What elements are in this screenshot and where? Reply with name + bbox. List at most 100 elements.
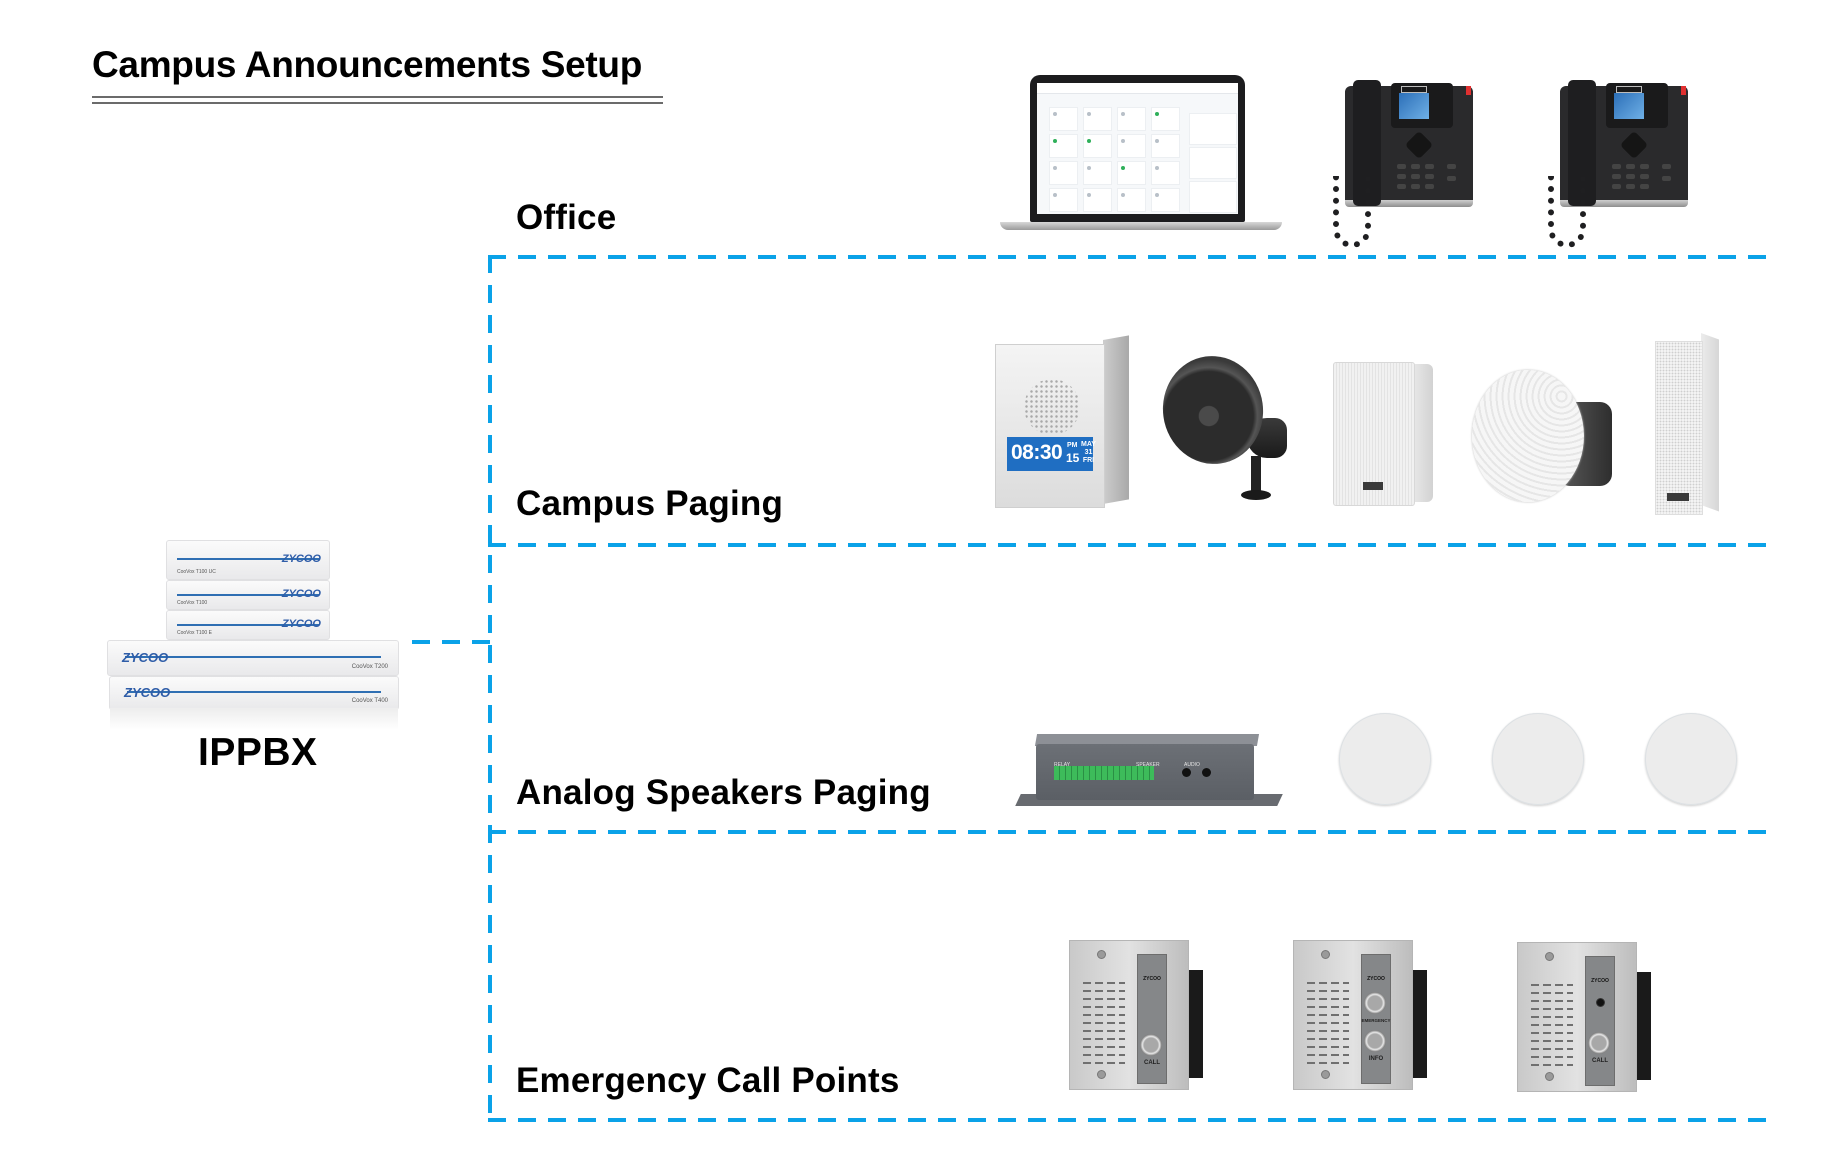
brand-logo: ZYCOO — [281, 618, 321, 630]
sip-intercom-call-camera: ZYCOO CALL — [1517, 936, 1657, 1096]
pbx-stripe — [176, 558, 320, 561]
pbx-unit: ZYCOO CooVox T200 — [107, 640, 399, 676]
analog-ceiling-speaker — [1645, 713, 1737, 805]
keypad-key — [1662, 164, 1671, 169]
clock-weekday: FRI — [1082, 457, 1095, 464]
keypad-key — [1411, 184, 1420, 189]
audio-in-jack — [1202, 768, 1211, 777]
side-panel — [1189, 113, 1237, 145]
keypad-key — [1425, 164, 1434, 169]
extension-card — [1151, 134, 1180, 158]
clock-date: MAY 31 FRI — [1081, 441, 1096, 465]
screw — [1097, 950, 1106, 959]
column-speaker — [1655, 333, 1719, 515]
extension-card — [1049, 107, 1078, 131]
brand-logo: ZYCOO — [1591, 978, 1609, 984]
section-label-emergency-call-points: Emergency Call Points — [516, 1061, 900, 1100]
pbx-unit: ZYCOO CooVox T100 E — [166, 610, 330, 640]
emergency-label: EMERGENCY — [1361, 1018, 1391, 1023]
extension-card — [1083, 134, 1112, 158]
horn-base — [1241, 490, 1271, 500]
call-button — [1588, 1032, 1610, 1054]
clock-ampm: PM — [1067, 442, 1078, 449]
wall-speaker — [1333, 362, 1433, 506]
hub-connector-line — [412, 640, 490, 644]
extension-card — [1117, 161, 1146, 185]
trunk-connector-line — [488, 255, 492, 1121]
keypad-key — [1662, 176, 1671, 181]
keypad-key — [1411, 174, 1420, 179]
call-button — [1140, 1034, 1162, 1056]
paging-gateway: RELAY SPEAKER AUDIO — [1015, 734, 1283, 824]
brand-logo: ZYCOO — [1367, 976, 1385, 982]
speaker-face: 08:30 PM 15 MAY 31 FRI — [995, 344, 1105, 508]
keypad-key — [1640, 174, 1649, 179]
screw — [1545, 1072, 1554, 1081]
brand-logo: ZYCOO — [281, 588, 321, 600]
keypad-key — [1425, 174, 1434, 179]
screw — [1321, 1070, 1330, 1079]
brand-logo — [1616, 86, 1642, 93]
screw — [1097, 1070, 1106, 1079]
keypad-key — [1425, 184, 1434, 189]
speaker-label: SPEAKER — [1136, 762, 1160, 768]
keypad-key — [1397, 184, 1406, 189]
diagram-title: Campus Announcements Setup — [92, 44, 643, 85]
extension-card — [1049, 134, 1078, 158]
panel-back-box — [1637, 972, 1651, 1080]
horn-mount — [1251, 456, 1261, 492]
brand-logo: ZYCOO — [281, 553, 321, 565]
model-label: CooVox T100 UC — [177, 569, 216, 575]
extension-card — [1049, 188, 1078, 212]
speaker-slots — [1531, 978, 1573, 1070]
analog-paging-divider-line — [488, 830, 1773, 834]
speaker-side — [1103, 335, 1129, 504]
keypad-key — [1447, 176, 1456, 181]
brand-logo: ZYCOO — [1143, 976, 1161, 982]
keypad-key — [1447, 164, 1456, 169]
clock-display: 08:30 PM 15 MAY 31 FRI — [1007, 437, 1096, 471]
title-underline — [92, 102, 663, 104]
call-label: CALL — [1144, 1060, 1160, 1066]
model-label: CooVox T400 — [351, 698, 388, 704]
section-label-analog-speakers-paging: Analog Speakers Paging — [516, 773, 931, 812]
message-led — [1681, 86, 1686, 95]
model-label: CooVox T200 — [351, 664, 388, 670]
audio-label: AUDIO — [1184, 762, 1200, 768]
keypad-key — [1626, 184, 1635, 189]
audio-out-jack — [1182, 768, 1191, 777]
side-panel — [1189, 181, 1237, 213]
keypad-key — [1626, 174, 1635, 179]
section-label-office: Office — [516, 198, 617, 237]
gateway-front: RELAY SPEAKER AUDIO — [1036, 744, 1254, 800]
ip-phone — [1548, 80, 1692, 248]
section-label-campus-paging: Campus Paging — [516, 484, 784, 523]
control-strip — [1137, 954, 1167, 1084]
phone-display — [1399, 93, 1429, 119]
pbx-stripe — [176, 623, 320, 626]
brand-logo — [1363, 482, 1383, 490]
clock-time: 08:30 — [1011, 441, 1063, 464]
brand-logo: ZYCOO — [124, 685, 171, 700]
brand-logo — [1667, 493, 1689, 501]
analog-ceiling-speaker — [1339, 713, 1431, 805]
phone-display — [1614, 93, 1644, 119]
clock-seconds: 15 — [1066, 451, 1080, 465]
model-label: CooVox T100 — [177, 600, 208, 606]
brand-logo — [1401, 86, 1427, 93]
speaker-slots — [1083, 976, 1125, 1068]
screw — [1545, 952, 1554, 961]
phone-chin — [1560, 200, 1688, 207]
clock-month: MAY — [1081, 441, 1096, 448]
speaker-side — [1701, 333, 1719, 512]
pbx-stripe — [127, 691, 381, 694]
ceiling-speaker — [1472, 370, 1612, 502]
model-label: CooVox T100 E — [177, 630, 212, 636]
ippbx-label: IPPBX — [198, 731, 318, 774]
speaker-grille — [1024, 379, 1080, 435]
keypad-key — [1612, 164, 1621, 169]
brand-logo: ZYCOO — [122, 650, 169, 665]
extension-card — [1151, 107, 1180, 131]
speaker-slots — [1307, 976, 1349, 1068]
screw — [1321, 950, 1330, 959]
